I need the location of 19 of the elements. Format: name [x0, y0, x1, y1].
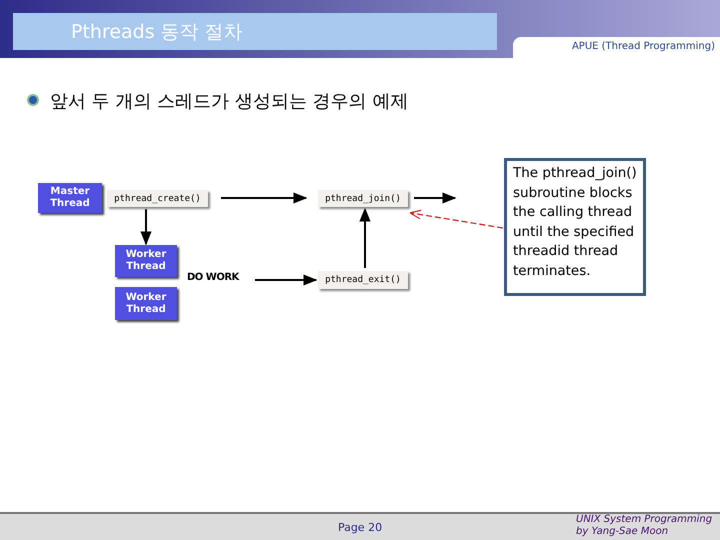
- page-number: Page 20: [336, 521, 384, 534]
- bullet-text: 앞서 두 개의 스레드가 생성되는 경우의 예제: [50, 90, 408, 113]
- arrow: [359, 208, 371, 268]
- arrow: [140, 209, 152, 246]
- function-label: pthread_create(): [107, 190, 208, 207]
- worker-thread-box: Worker Thread: [115, 245, 177, 277]
- title-bar: Pthreads 동작 절차: [13, 13, 497, 50]
- tab-label: APUE (Thread Programming): [570, 41, 715, 52]
- function-label: pthread_exit(): [318, 271, 408, 289]
- master-thread-box: Master Thread: [38, 183, 102, 213]
- arrow: [414, 192, 456, 204]
- function-label: pthread_join(): [318, 190, 408, 207]
- worker-thread-box: Worker Thread: [115, 287, 177, 320]
- footer-text: UNIX System Programming by Yang-Sae Moon: [576, 514, 714, 538]
- arrow: [255, 274, 318, 286]
- leader-arrow: [409, 210, 504, 229]
- callout-box: The pthread_join() subroutine blocks the calling thread until the specified threadid thread terminates.: [504, 158, 646, 296]
- arrow: [221, 192, 308, 204]
- step-label: DO WORK: [187, 272, 245, 286]
